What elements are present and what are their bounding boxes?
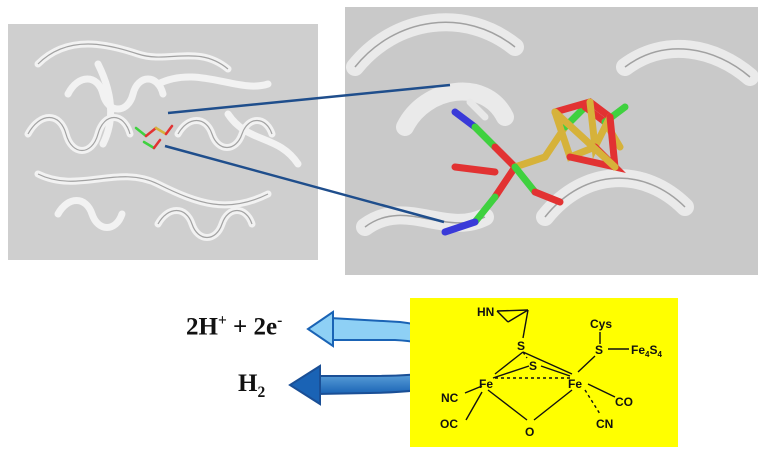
label-fe-left: Fe [479, 377, 493, 391]
label-oc: OC [440, 417, 458, 431]
structure-background [410, 298, 678, 447]
h-cluster-drawing: HN Cys S S Fe4S4 S Fe Fe NC OC O CO CN [410, 298, 678, 447]
label-nc: NC [441, 391, 459, 405]
active-site-sticks-small [134, 124, 174, 150]
arrow-head-top [306, 310, 334, 348]
label-s-bridge-center: S [529, 359, 537, 373]
h-cluster-structure: HN Cys S S Fe4S4 S Fe Fe NC OC O CO CN [410, 298, 678, 447]
label-s-cys: S [595, 343, 603, 357]
proton-coefficient: 2H [186, 313, 218, 341]
label-cn-right: CN [596, 417, 613, 431]
iron-sulfur-cluster [551, 98, 626, 174]
arrow-head-bottom [288, 364, 321, 406]
protein-overview-image [8, 24, 318, 260]
label-s-bridge-top: S [517, 339, 525, 353]
active-site-ribbon-closeup [345, 7, 758, 275]
label-co-right: CO [615, 395, 633, 409]
label-cys: Cys [590, 317, 612, 331]
reaction-product: H2 [238, 370, 265, 402]
label-fe4s4: Fe4S4 [631, 343, 662, 359]
hydrogen-symbol: H [238, 370, 258, 397]
proton-charge: + [217, 312, 227, 329]
reaction-reactants: 2H+ + 2e- [186, 312, 282, 341]
hydrogen-subscript: 2 [257, 384, 266, 401]
reaction-plus: + [226, 313, 254, 341]
label-o-bridge: O [525, 425, 534, 439]
electron-count: 2e [253, 313, 278, 341]
label-fe-right: Fe [568, 377, 582, 391]
active-site-closeup-image [345, 7, 758, 275]
label-hn: HN [477, 305, 494, 319]
electron-charge: - [277, 312, 283, 329]
